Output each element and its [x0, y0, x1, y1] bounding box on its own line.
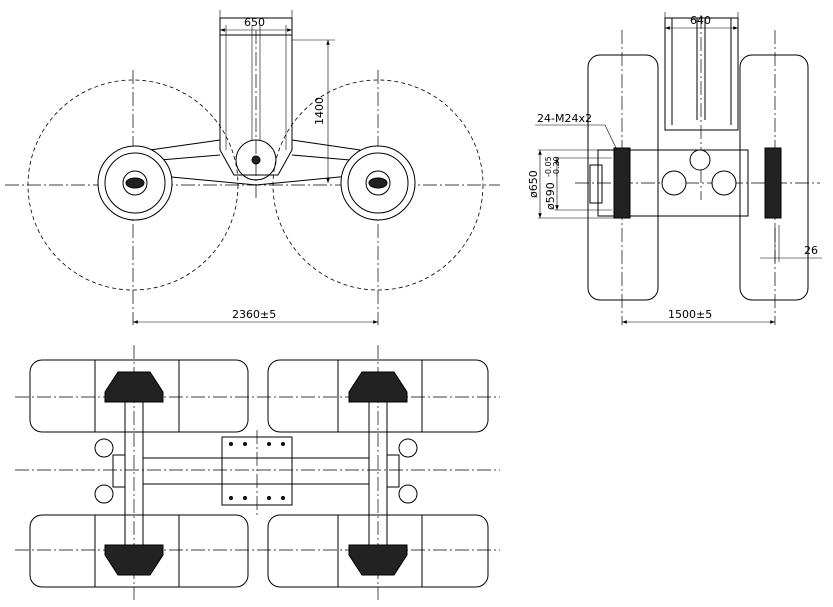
- tire-left: [587, 54, 659, 301]
- hub-right: [340, 145, 416, 221]
- hub-flange-right: [764, 147, 782, 219]
- hub-left: [97, 145, 173, 221]
- label-bolts: 24-M24x2: [537, 112, 592, 125]
- dim-height-1400: 1400: [313, 97, 326, 125]
- dim-wheelbase: 2360±5: [232, 308, 276, 321]
- front-view: 640 24-M24x2 ø650 ø590 -0.05 -0.20 1500±…: [527, 12, 822, 325]
- axle-tube: [142, 457, 370, 485]
- tol-lower: -0.20: [552, 156, 561, 177]
- tire-outline-left: [27, 79, 239, 291]
- dim-outer-dia: ø650: [527, 170, 540, 198]
- dim-width-640: 640: [690, 14, 711, 27]
- dim-track: 1500±5: [668, 308, 712, 321]
- tire-right: [739, 54, 809, 301]
- center-plate: [221, 436, 293, 506]
- top-view: [15, 345, 500, 600]
- tol-upper: -0.05: [544, 156, 553, 177]
- hub-flange-left: [613, 147, 631, 219]
- dim-pilot-dia: ø590: [544, 182, 557, 210]
- tire-outline-right: [272, 79, 484, 291]
- dim-width-650: 650: [244, 16, 265, 29]
- dim-offset: 26: [804, 244, 818, 257]
- side-view: 650 1400 2360±5: [5, 10, 500, 325]
